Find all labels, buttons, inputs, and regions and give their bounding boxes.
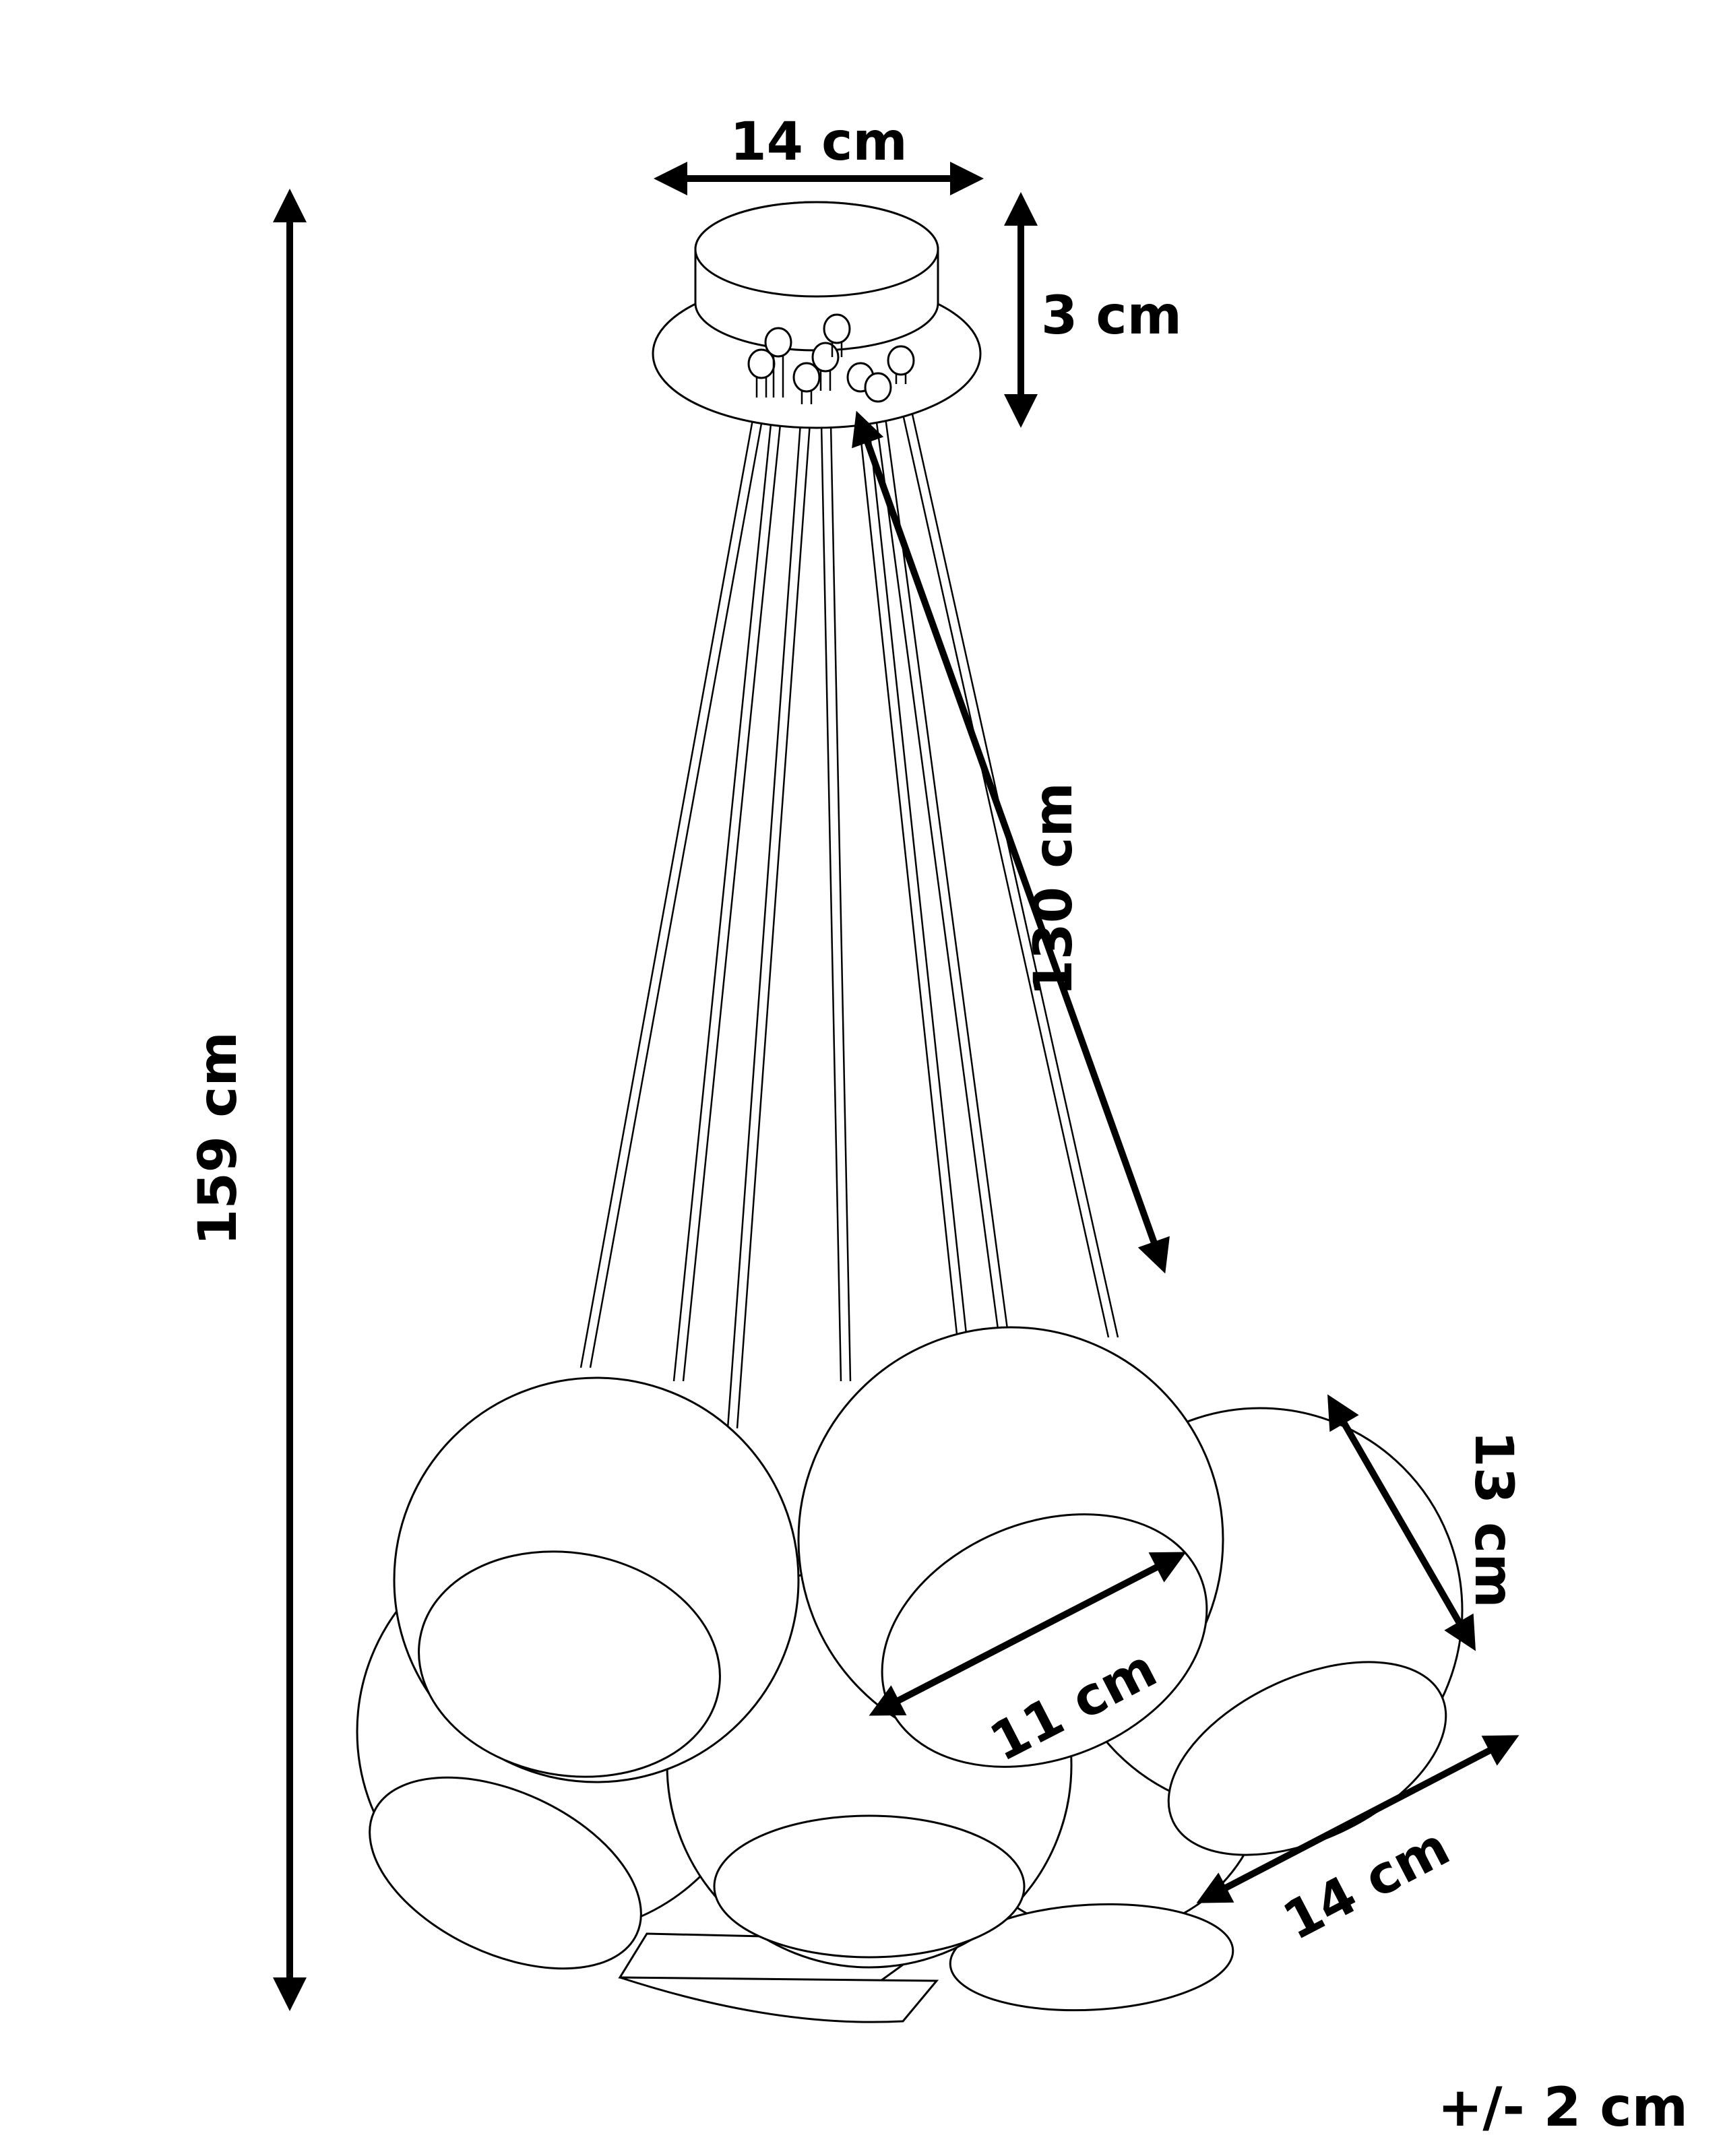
shade-height-label: 13 cm: [1463, 1430, 1524, 1608]
cable: [672, 397, 775, 1382]
socket: [792, 362, 821, 404]
tolerance-note: +/- 2 cm: [1437, 2076, 1688, 2138]
socket: [887, 345, 915, 384]
canopy-height-label: 3 cm: [1041, 286, 1182, 346]
cable: [736, 404, 813, 1429]
canopy-width-arrow: [654, 162, 984, 195]
total-height-arrow: [273, 189, 307, 2011]
shade-front-right: [797, 1326, 1224, 1768]
canopy-width-label: 14 cm: [730, 112, 907, 172]
glass-shades: [356, 1326, 1464, 2023]
cable-length-arrow: [852, 410, 1170, 1274]
cable-length-label: 130 cm: [1024, 782, 1084, 996]
cable: [682, 397, 784, 1382]
cable: [854, 390, 958, 1335]
cable: [895, 383, 1110, 1338]
cable: [864, 390, 968, 1335]
cable: [579, 397, 758, 1368]
socket: [864, 372, 892, 403]
total-height-label: 159 cm: [188, 1032, 249, 1245]
cable: [829, 390, 852, 1382]
shade-width-arrow: [1196, 1735, 1519, 1903]
canopy-height-arrow: [1004, 192, 1038, 428]
cable: [881, 397, 1009, 1335]
socket: [764, 327, 792, 398]
cable: [819, 390, 842, 1382]
cable: [904, 383, 1119, 1338]
shade-front-left: [393, 1376, 800, 1783]
opening-diameter-arrow: [869, 1552, 1187, 1716]
dimension-arrows: [273, 162, 1519, 2011]
shade-height-arrow: [1327, 1394, 1476, 1651]
bulb-sockets: [747, 313, 915, 404]
cable: [726, 404, 803, 1429]
suspension-cables: [579, 383, 1119, 1429]
socket: [823, 313, 851, 357]
cable: [872, 397, 1000, 1335]
cable: [589, 397, 767, 1368]
ceiling-canopy: [652, 201, 982, 429]
